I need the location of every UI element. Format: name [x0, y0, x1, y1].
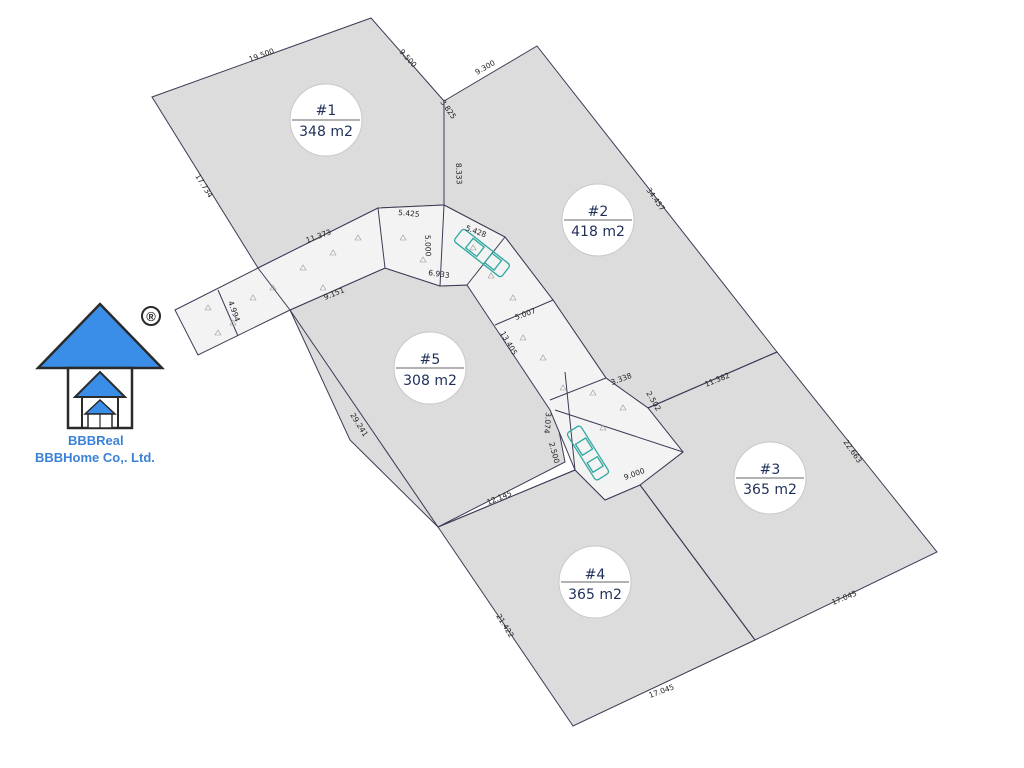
lot-label-1: #1 348 m2	[289, 83, 363, 157]
boundary-line	[437, 469, 576, 528]
road-segment-line	[377, 207, 386, 269]
lot-area: 308 m2	[403, 373, 457, 389]
company-logo: ®	[35, 302, 165, 430]
lot-number: #1	[316, 103, 337, 119]
boundary-line	[289, 309, 439, 528]
logo-brand-name: BBBReal	[68, 433, 124, 448]
road-segment-line	[554, 409, 684, 453]
registered-mark: ®	[146, 309, 156, 324]
road-segment-line	[549, 377, 607, 401]
logo-company-name: BBBHome Co,. Ltd.	[35, 450, 155, 465]
lot-area: 365 m2	[568, 587, 622, 603]
dim-label: 5.000	[423, 235, 433, 257]
road-segment-line	[494, 299, 554, 326]
road-segment-line	[217, 289, 239, 337]
lot-number: #4	[585, 567, 606, 583]
lot-label-2: #2 418 m2	[561, 183, 635, 257]
gravel-texture	[204, 234, 627, 431]
lot-area: 365 m2	[743, 482, 797, 498]
dim-label: 3.074	[542, 412, 553, 434]
lot-label-3: #3 365 m2	[733, 441, 807, 515]
lot-number: #2	[588, 204, 609, 220]
dim-label: 6.933	[428, 268, 451, 280]
road-segment-line	[439, 204, 445, 287]
lot-label-4: #4 365 m2	[558, 545, 632, 619]
lot-area: 348 m2	[299, 124, 353, 140]
road-segment-line	[564, 371, 576, 471]
road-segment-line	[257, 267, 291, 311]
dim-label: 5.425	[398, 208, 420, 219]
car-icon	[453, 228, 511, 278]
boundary-line	[647, 351, 778, 409]
lot-number: #3	[760, 462, 781, 478]
lot-area: 418 m2	[571, 224, 625, 240]
car-icon	[566, 425, 610, 481]
lot-number: #5	[420, 352, 441, 368]
lot-label-5: #5 308 m2	[393, 331, 467, 405]
dim-label: 8.333	[454, 163, 464, 185]
boundary-line	[639, 484, 756, 641]
